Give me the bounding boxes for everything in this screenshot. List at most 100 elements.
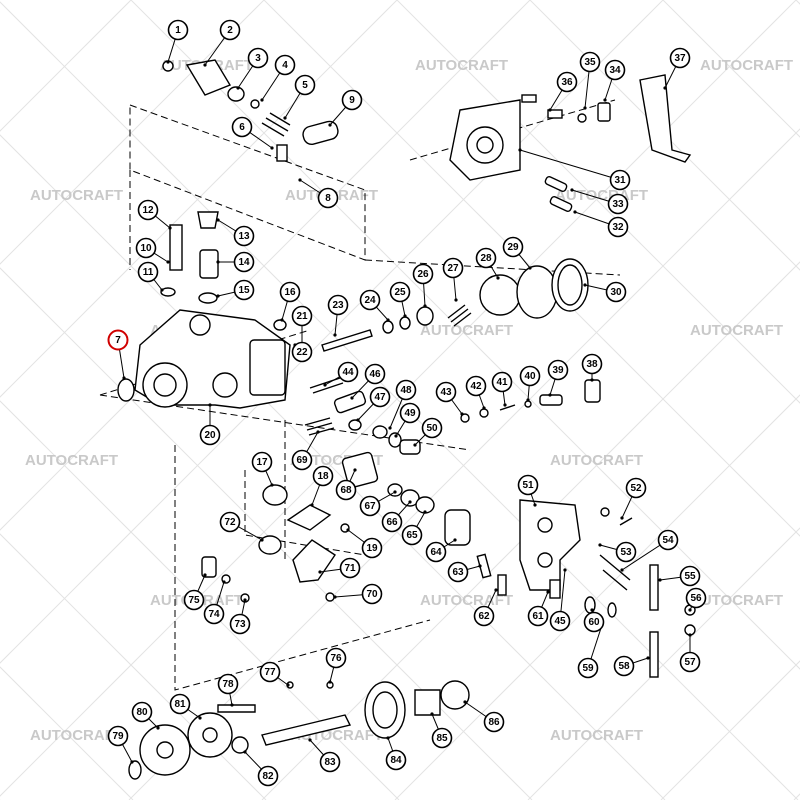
callout-part-47[interactable]: 47 (369, 386, 391, 408)
callout-part-80[interactable]: 80 (131, 701, 153, 723)
callout-number: 60 (588, 617, 600, 628)
callout-part-51[interactable]: 51 (517, 474, 539, 496)
callout-part-66[interactable]: 66 (381, 511, 403, 533)
leader-tip-39 (548, 393, 552, 397)
callout-part-34[interactable]: 34 (604, 59, 626, 81)
callout-part-3[interactable]: 3 (247, 47, 269, 69)
callout-part-63[interactable]: 63 (447, 561, 469, 583)
callout-part-11[interactable]: 11 (137, 261, 159, 283)
callout-number: 57 (684, 657, 696, 668)
callout-part-77[interactable]: 77 (259, 661, 281, 683)
callout-part-54[interactable]: 54 (657, 529, 679, 551)
callout-part-33[interactable]: 33 (607, 193, 629, 215)
callout-part-59[interactable]: 59 (577, 657, 599, 679)
callout-part-64[interactable]: 64 (425, 541, 447, 563)
callout-part-86[interactable]: 86 (483, 711, 505, 733)
callout-part-30[interactable]: 30 (605, 281, 627, 303)
callout-part-26[interactable]: 26 (412, 263, 434, 285)
callout-part-18[interactable]: 18 (312, 465, 334, 487)
callout-part-73[interactable]: 73 (229, 613, 251, 635)
callout-part-75[interactable]: 75 (183, 589, 205, 611)
callout-part-53[interactable]: 53 (615, 541, 637, 563)
callout-part-35[interactable]: 35 (579, 51, 601, 73)
callout-part-74[interactable]: 74 (203, 603, 225, 625)
callout-part-48[interactable]: 48 (395, 379, 417, 401)
callout-part-4[interactable]: 4 (274, 54, 296, 76)
callout-number: 29 (507, 242, 519, 253)
callout-part-67[interactable]: 67 (359, 495, 381, 517)
callout-part-15[interactable]: 15 (233, 279, 255, 301)
callout-part-31[interactable]: 31 (609, 169, 631, 191)
callout-part-23[interactable]: 23 (327, 294, 349, 316)
callout-part-85[interactable]: 85 (431, 727, 453, 749)
callout-part-41[interactable]: 41 (491, 371, 513, 393)
callout-part-76[interactable]: 76 (325, 647, 347, 669)
callout-part-52[interactable]: 52 (625, 477, 647, 499)
callout-part-17[interactable]: 17 (251, 451, 273, 473)
callout-part-36[interactable]: 36 (556, 71, 578, 93)
callout-part-1[interactable]: 1 (167, 19, 189, 41)
callout-circle (399, 402, 421, 424)
callout-part-28[interactable]: 28 (475, 247, 497, 269)
callout-part-9[interactable]: 9 (341, 89, 363, 111)
callout-part-82[interactable]: 82 (257, 765, 279, 787)
callout-part-43[interactable]: 43 (435, 381, 457, 403)
callout-part-39[interactable]: 39 (547, 359, 569, 381)
callout-number: 38 (586, 359, 598, 370)
callout-part-7[interactable]: 7 (107, 329, 129, 351)
callout-part-42[interactable]: 42 (465, 375, 487, 397)
callout-part-6[interactable]: 6 (231, 116, 253, 138)
callout-part-68[interactable]: 68 (335, 479, 357, 501)
callout-part-79[interactable]: 79 (107, 725, 129, 747)
callout-part-45[interactable]: 45 (549, 610, 571, 632)
callout-part-14[interactable]: 14 (233, 251, 255, 273)
callout-part-16[interactable]: 16 (279, 281, 301, 303)
callout-part-58[interactable]: 58 (613, 655, 635, 677)
callout-part-29[interactable]: 29 (502, 236, 524, 258)
callout-part-83[interactable]: 83 (319, 751, 341, 773)
callout-part-27[interactable]: 27 (442, 257, 464, 279)
callout-part-22[interactable]: 22 (291, 341, 313, 363)
callout-part-40[interactable]: 40 (519, 365, 541, 387)
callout-part-78[interactable]: 78 (217, 673, 239, 695)
callout-part-71[interactable]: 71 (339, 557, 361, 579)
callout-part-44[interactable]: 44 (337, 361, 359, 383)
callout-part-24[interactable]: 24 (359, 289, 381, 311)
callout-part-65[interactable]: 65 (401, 524, 423, 546)
callout-part-25[interactable]: 25 (389, 281, 411, 303)
callout-part-81[interactable]: 81 (169, 693, 191, 715)
callout-circle (183, 589, 205, 611)
callout-part-69[interactable]: 69 (291, 449, 313, 471)
callout-number: 30 (610, 287, 622, 298)
callout-part-50[interactable]: 50 (421, 417, 443, 439)
callout-part-10[interactable]: 10 (135, 237, 157, 259)
callout-part-70[interactable]: 70 (361, 583, 383, 605)
callout-part-55[interactable]: 55 (679, 565, 701, 587)
leader-tip-62 (494, 588, 498, 592)
callout-part-37[interactable]: 37 (669, 47, 691, 69)
callout-part-12[interactable]: 12 (137, 199, 159, 221)
callout-part-32[interactable]: 32 (607, 216, 629, 238)
callout-part-84[interactable]: 84 (385, 749, 407, 771)
callout-part-60[interactable]: 60 (583, 611, 605, 633)
callout-part-61[interactable]: 61 (527, 605, 549, 627)
callout-part-5[interactable]: 5 (294, 74, 316, 96)
callout-part-13[interactable]: 13 (233, 225, 255, 247)
callout-part-20[interactable]: 20 (199, 424, 221, 446)
callout-part-72[interactable]: 72 (219, 511, 241, 533)
callout-part-2[interactable]: 2 (219, 19, 241, 41)
callout-part-49[interactable]: 49 (399, 402, 421, 424)
callout-number: 83 (324, 757, 336, 768)
callout-part-19[interactable]: 19 (361, 537, 383, 559)
callout-part-8[interactable]: 8 (317, 187, 339, 209)
callout-part-38[interactable]: 38 (581, 353, 603, 375)
callout-part-62[interactable]: 62 (473, 605, 495, 627)
callout-part-21[interactable]: 21 (291, 305, 313, 327)
callout-part-56[interactable]: 56 (685, 587, 707, 609)
callout-part-57[interactable]: 57 (679, 651, 701, 673)
callout-part-46[interactable]: 46 (364, 363, 386, 385)
leader-tip-72 (260, 538, 264, 542)
